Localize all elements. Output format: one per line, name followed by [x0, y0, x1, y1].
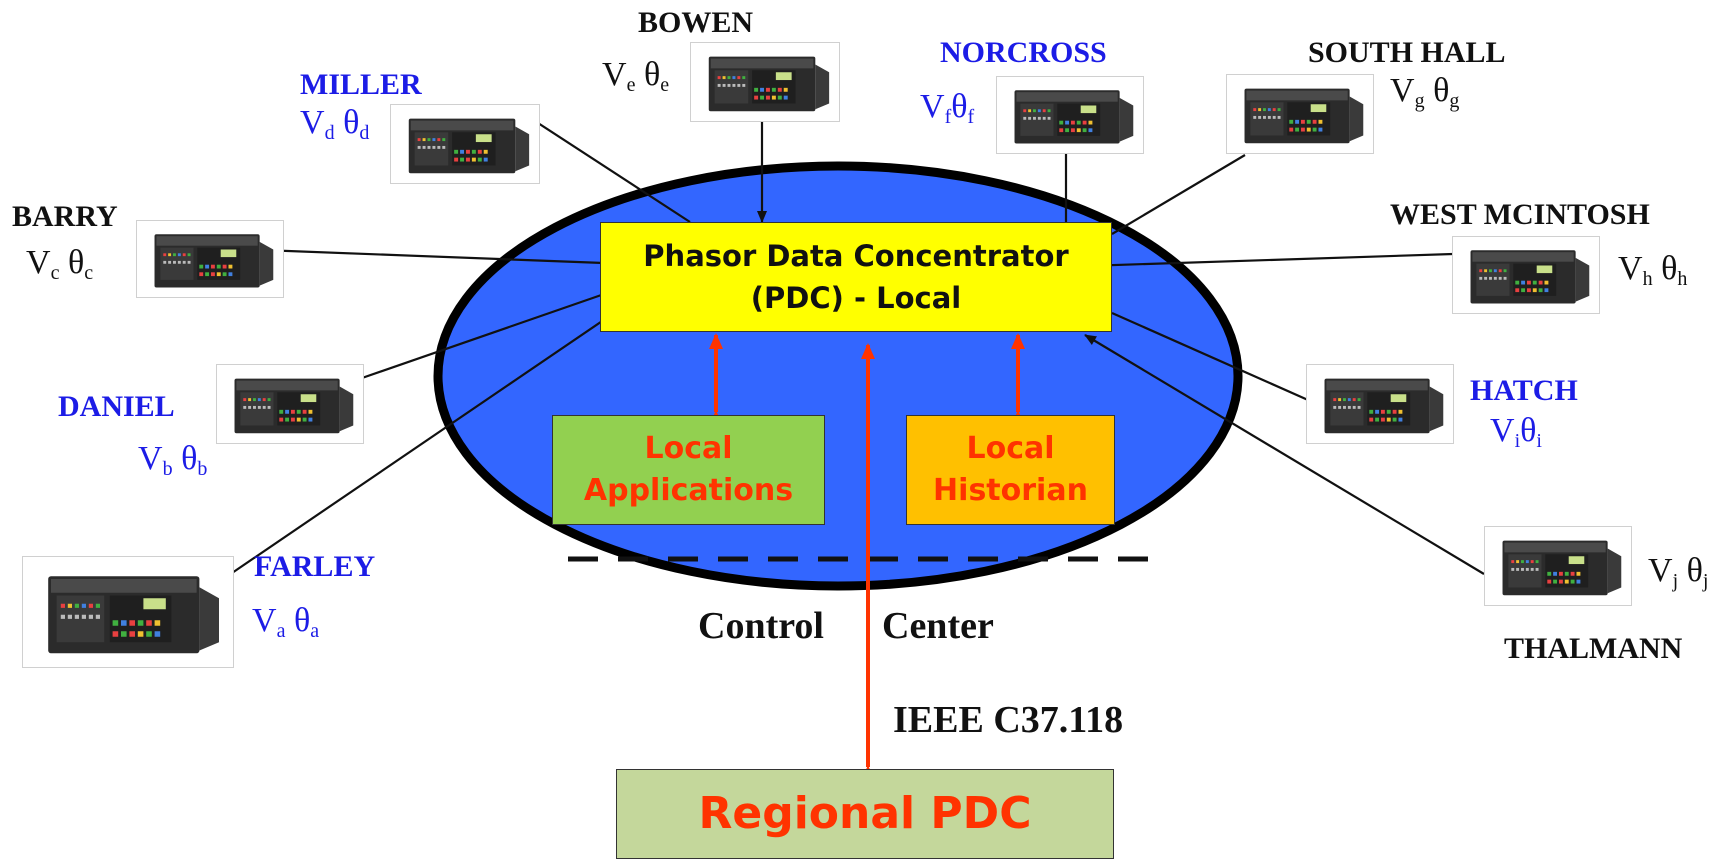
- relay-icon-bowen: [690, 42, 840, 122]
- pdc-line1: Phasor Data Concentrator: [643, 238, 1069, 273]
- connector-westmcintosh: [1084, 252, 1454, 271]
- local-pdc-box: Phasor Data Concentrator (PDC) - Local: [600, 222, 1112, 332]
- protocol-label: IEEE C37.118: [893, 699, 1124, 741]
- historian-line2: Historian: [933, 473, 1088, 508]
- relay-icon-southhall: [1226, 74, 1374, 154]
- local-applications-box: Local Applications: [552, 415, 825, 525]
- label-thalmann: THALMANN: [1504, 632, 1683, 665]
- label-daniel: DANIEL: [58, 390, 175, 423]
- relay-icon-westmcintosh: [1452, 236, 1600, 314]
- local-historian-box: Local Historian: [906, 415, 1115, 525]
- relay-icon-barry: [136, 220, 284, 298]
- label-westmcintosh: WEST MCINTOSH: [1390, 198, 1650, 231]
- connector-thalmann: [1084, 334, 1485, 575]
- connector-southhall: [1111, 154, 1246, 235]
- phasor-southhall: Vg θg: [1390, 72, 1460, 112]
- label-barry: BARRY: [12, 200, 118, 233]
- relay-icon-farley: [22, 556, 234, 668]
- phasor-norcross: Vfθf: [920, 88, 975, 128]
- connector-farley: [231, 297, 637, 574]
- relay-icon-hatch: [1306, 364, 1454, 444]
- phasor-hatch: Viθi: [1490, 412, 1542, 452]
- label-miller: MILLER: [300, 68, 422, 101]
- regional-pdc-box: Regional PDC: [616, 769, 1114, 859]
- apps-line2: Applications: [583, 473, 794, 508]
- relay-icon-norcross: [996, 76, 1144, 154]
- phasor-miller: Vd θd: [300, 104, 370, 144]
- label-farley: FARLEY: [254, 550, 376, 583]
- connector-barry: [261, 248, 631, 269]
- control-center-word1: Control: [698, 605, 824, 647]
- phasor-daniel: Vb θb: [138, 440, 208, 480]
- phasor-barry: Vc θc: [26, 244, 94, 284]
- phasor-bowen: Ve θe: [602, 56, 670, 96]
- phasor-thalmann: Vj θj: [1648, 552, 1709, 592]
- connector-daniel: [361, 290, 611, 380]
- relay-icon-daniel: [216, 364, 364, 444]
- regional-pdc-label: Regional PDC: [698, 788, 1032, 839]
- relay-icon-miller: [390, 104, 540, 184]
- phasor-farley: Va θa: [252, 602, 320, 642]
- apps-line1: Local: [644, 431, 733, 466]
- label-norcross: NORCROSS: [940, 36, 1107, 69]
- control-center-word2: Center: [882, 605, 994, 647]
- label-bowen: BOWEN: [638, 6, 754, 39]
- connector-miller: [537, 122, 691, 223]
- relay-icon-thalmann: [1484, 526, 1632, 606]
- label-southhall: SOUTH HALL: [1308, 36, 1506, 69]
- phasor-westmcintosh: Vh θh: [1618, 250, 1688, 290]
- label-hatch: HATCH: [1470, 374, 1578, 407]
- historian-line1: Local: [966, 431, 1055, 466]
- connector-hatch: [1111, 311, 1309, 402]
- pdc-line2: (PDC) - Local: [750, 281, 962, 315]
